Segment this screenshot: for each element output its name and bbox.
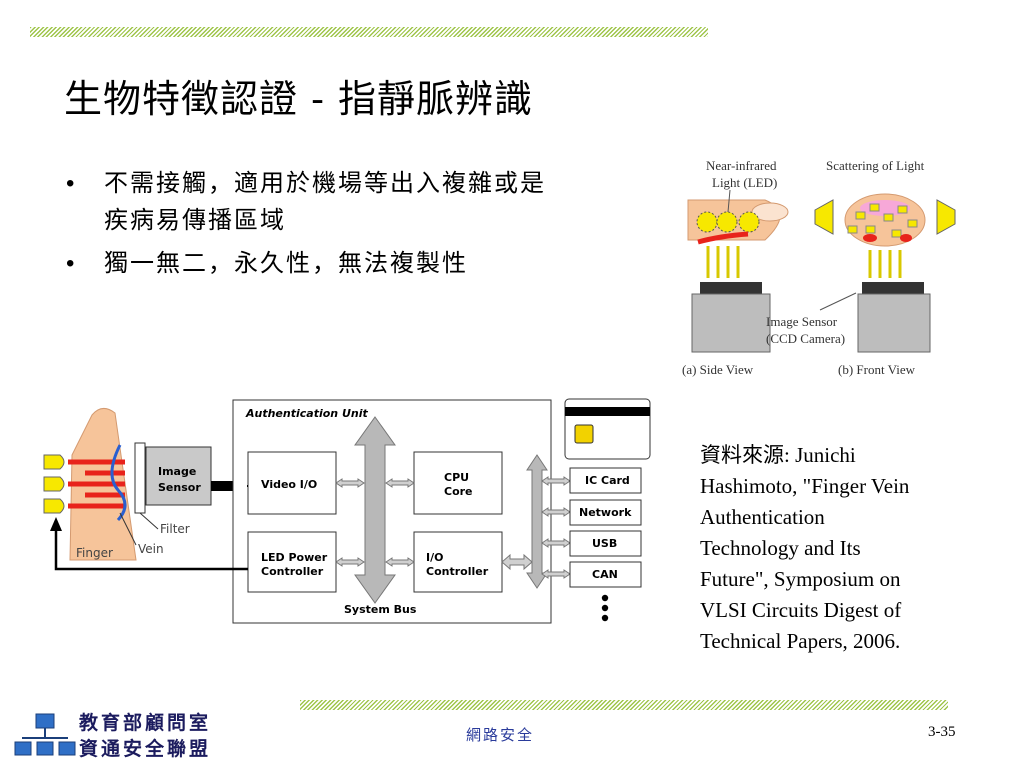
network-computers-icon xyxy=(14,713,76,756)
image-sensor-label-1: Image xyxy=(158,465,196,478)
sensor-body-front xyxy=(857,293,931,353)
cpu-label-1: CPU xyxy=(444,471,469,484)
network-box xyxy=(569,499,642,526)
interface-label: Network xyxy=(579,506,632,519)
org-line-1: 教育部顧問室 xyxy=(79,712,212,734)
source-citation: 資料來源: Junichi Hashimoto, "Finger Vein Au… xyxy=(700,443,910,653)
leader-line xyxy=(727,189,731,213)
vein-cross-section xyxy=(900,234,912,242)
bullet-dot: • xyxy=(66,170,75,197)
card-chip xyxy=(574,424,594,444)
system-bus-arrow xyxy=(354,416,396,604)
sensor-label-line1: Image Sensor xyxy=(766,314,838,329)
scatter-label: Scattering of Light xyxy=(826,158,925,173)
bullet-dot: • xyxy=(66,250,75,277)
led-circle xyxy=(716,211,738,233)
slide-title: 生物特徵認證 - 指靜脈辨識 xyxy=(64,77,533,121)
monitor-shape xyxy=(35,713,55,729)
bullet-item: • 獨一無二，永久性，無法複製性 xyxy=(66,245,546,282)
interface-label: IC Card xyxy=(585,474,630,487)
wire-arrowhead xyxy=(50,517,62,531)
bullet-text: 獨一無二，永久性，無法複製性 xyxy=(104,249,468,277)
led-group xyxy=(43,454,65,514)
page-number: 3-35 xyxy=(928,724,956,740)
sensor-body-side xyxy=(691,293,771,353)
unit-title: Authentication Unit xyxy=(245,407,368,420)
bullet-text: 不需接觸，適用於機場等出入複雜或是疾病易傳播區域 xyxy=(104,169,546,234)
authentication-block-diagram: Image Sensor Filter Vein Finger Authenti… xyxy=(43,398,651,624)
led-label-1: LED Power xyxy=(261,551,328,564)
nir-label-line2: Light (LED) xyxy=(712,175,777,190)
light-rays xyxy=(68,459,125,509)
io-controller-box xyxy=(413,531,503,593)
footer-course-title: 網路安全 xyxy=(466,726,535,744)
interface-label: USB xyxy=(592,537,617,550)
image-sensor-label-2: Sensor xyxy=(158,481,201,494)
sensor-label-line2: (CCD Camera) xyxy=(766,331,845,346)
led-front-right xyxy=(936,199,956,235)
org-logo-text: 教育部顧問室 資通安全聯盟 xyxy=(79,710,211,762)
can-box xyxy=(569,561,642,588)
vein-cross-section xyxy=(863,234,877,242)
video-io-label: Video I/O xyxy=(261,478,317,491)
io-label-2: Controller xyxy=(426,565,489,578)
filter-plate xyxy=(134,442,146,514)
ic-card-box xyxy=(569,467,642,494)
finger-label: Finger xyxy=(76,546,113,560)
vein-line xyxy=(697,231,749,245)
monitor-shape xyxy=(36,741,54,756)
bullet-item: • 不需接觸，適用於機場等出入複雜或是疾病易傳播區域 xyxy=(66,165,546,239)
bottom-hatch-band xyxy=(300,700,948,710)
vein-curve xyxy=(110,444,127,522)
leader-line xyxy=(139,512,159,530)
more-dots xyxy=(601,594,609,622)
side-view-caption: (a) Side View xyxy=(682,362,754,377)
light-arrows-front xyxy=(868,250,902,278)
video-io-box xyxy=(247,451,337,515)
nir-label-line1: Near-infrared xyxy=(706,158,777,173)
vein-label: Vein xyxy=(138,542,164,556)
sensor-lens xyxy=(862,282,924,294)
system-bus-label: System Bus xyxy=(344,603,417,616)
io-label-1: I/O xyxy=(426,551,443,564)
filter-label: Filter xyxy=(160,522,190,536)
io-bus-connectors xyxy=(541,476,571,579)
cpu-label-2: Core xyxy=(444,485,473,498)
bus-connectors xyxy=(335,478,533,571)
led-front-left xyxy=(814,199,834,235)
usb-box xyxy=(569,530,642,557)
monitor-shape xyxy=(14,741,32,756)
interface-label: CAN xyxy=(592,568,618,581)
monitor-shape xyxy=(58,741,76,756)
leader-line xyxy=(119,512,137,546)
leader-line xyxy=(819,292,857,311)
top-hatch-band xyxy=(30,27,708,37)
scatter-dots xyxy=(847,203,918,238)
image-sensor-box xyxy=(145,446,212,506)
sensor-lens xyxy=(700,282,762,294)
card-stripe xyxy=(565,407,650,416)
led-feedback-wire xyxy=(54,530,248,571)
front-view-caption: (b) Front View xyxy=(838,362,916,377)
light-arrows-side xyxy=(706,246,740,278)
org-line-2: 資通安全聯盟 xyxy=(79,738,212,760)
bullet-list: • 不需接觸，適用於機場等出入複雜或是疾病易傳播區域 • 獨一無二，永久性，無法… xyxy=(66,165,546,282)
led-circle xyxy=(696,211,718,233)
sensor-connector xyxy=(211,481,247,491)
led-label-2: Controller xyxy=(261,565,324,578)
led-circle xyxy=(738,211,760,233)
io-bus-arrow xyxy=(526,454,548,589)
finger-vein-principle-figure: Near-infrared Light (LED) Scattering of … xyxy=(682,158,956,377)
